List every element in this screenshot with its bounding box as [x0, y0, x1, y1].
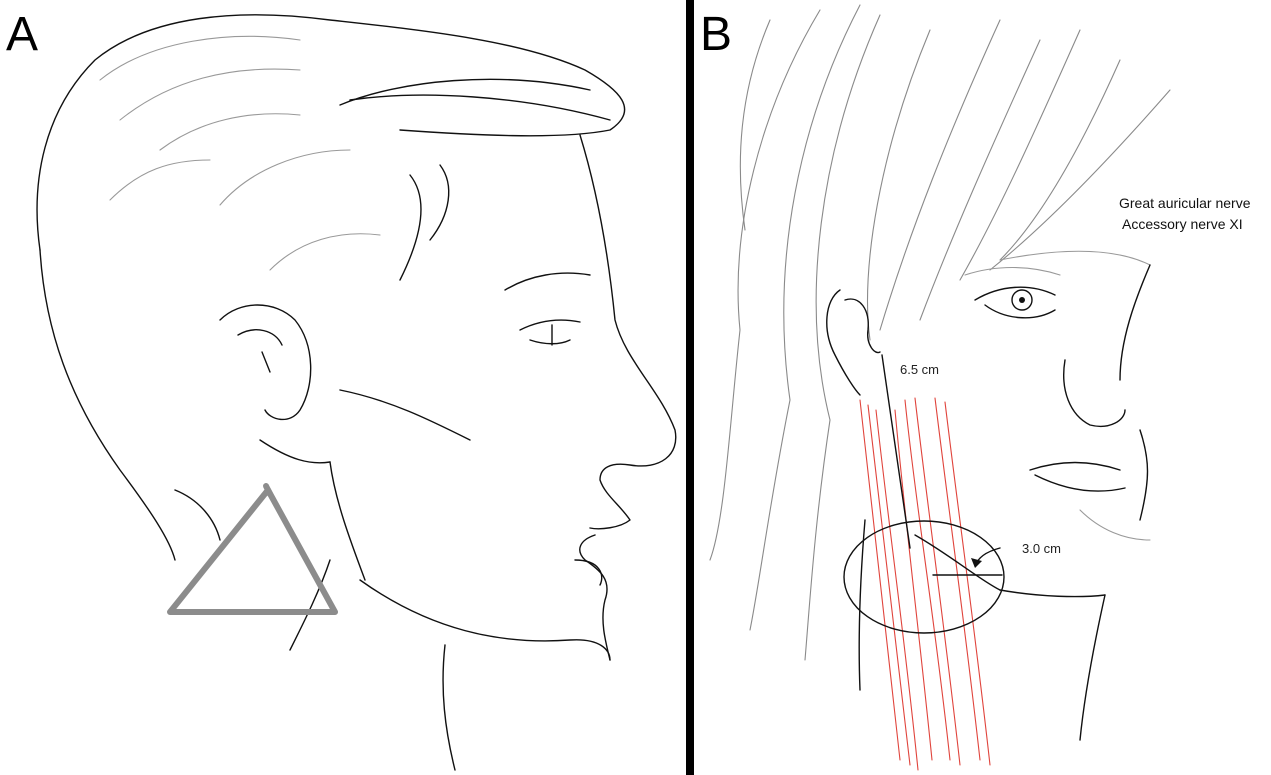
female-face-sketch [710, 5, 1170, 740]
measure-arrowhead [971, 558, 982, 568]
posterior-triangle [170, 490, 335, 612]
vertical-measure-label: 6.5 cm [900, 362, 939, 377]
panel-a-letter: A [6, 8, 38, 61]
panel-a: A [6, 8, 676, 770]
legend: Great auricular nerve Accessory nerve XI [1119, 195, 1251, 232]
vertical-measure-line [882, 355, 910, 548]
horizontal-measure-label: 3.0 cm [1022, 541, 1061, 556]
panel-divider [686, 0, 694, 775]
legend-great-auricular-nerve: Great auricular nerve [1119, 195, 1251, 211]
legend-accessory-nerve: Accessory nerve XI [1122, 216, 1243, 232]
triangle-apex-mark [266, 486, 270, 494]
panel-b-letter: B [700, 8, 732, 61]
nerve-lines [860, 398, 990, 770]
panel-b: B [700, 5, 1251, 770]
male-head-profile-sketch [37, 15, 676, 770]
